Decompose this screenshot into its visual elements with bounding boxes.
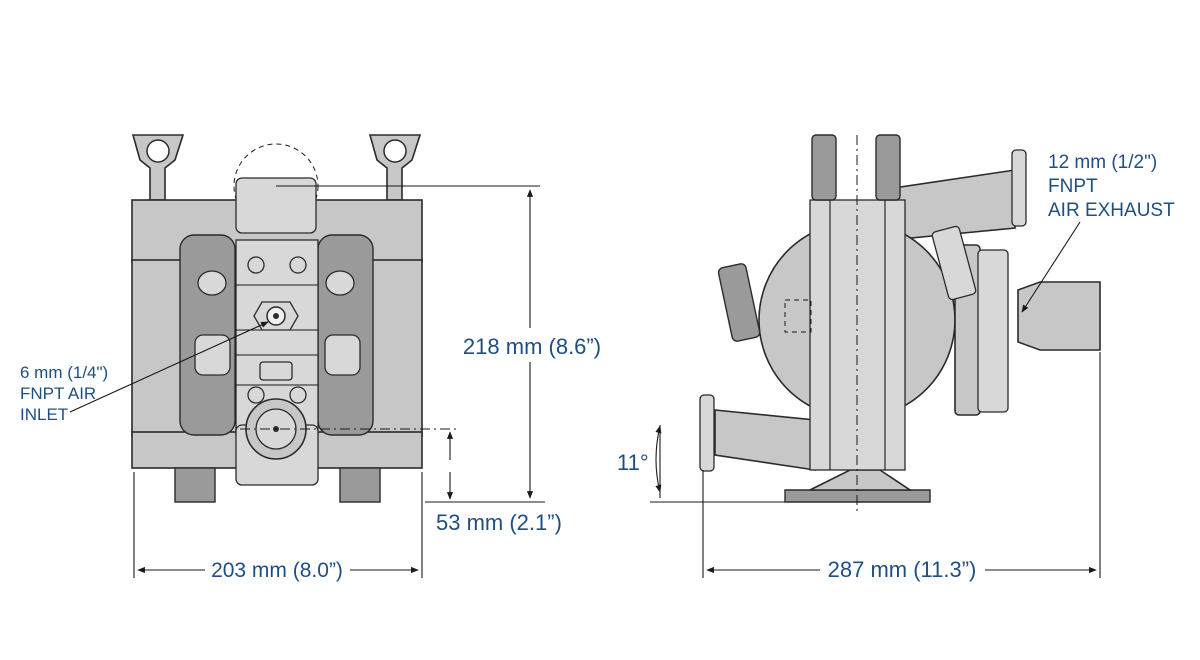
angle-label: 11°	[617, 450, 649, 475]
right-foot	[339, 467, 381, 503]
air-exhaust-callout-line2: FNPT	[1048, 176, 1098, 197]
front-view: 218 mm (8.6”) 53 mm (2.1”) 203 mm (8.0”)…	[20, 134, 601, 582]
inlet-height-dimension-label: 53 mm (2.1”)	[436, 510, 562, 535]
air-exhaust-callout-line1: 12 mm (1/2")	[1048, 152, 1157, 173]
top-fitting-right	[875, 134, 901, 201]
suction-pipe	[714, 409, 816, 471]
left-foot	[174, 467, 216, 503]
depth-dimension-label: 287 mm (11.3”)	[828, 557, 977, 582]
muffler	[1017, 281, 1101, 351]
top-fitting-left	[811, 134, 837, 201]
air-inlet-callout-line3: INLET	[20, 405, 68, 424]
left-air-fitting	[717, 263, 761, 342]
air-exhaust-callout-line3: AIR EXHAUST	[1048, 200, 1175, 221]
height-dimension-label: 218 mm (8.6”)	[463, 334, 601, 359]
right-lifting-eye	[368, 134, 422, 201]
side-view: 11° 287 mm (11.3”) 12 mm (1/2") FNPT AIR…	[617, 134, 1175, 582]
left-lifting-eye	[131, 134, 185, 201]
outlet-block	[235, 177, 317, 234]
bottom-inlet-port	[235, 398, 460, 486]
width-dimension-label: 203 mm (8.0”)	[211, 559, 343, 582]
air-inlet-callout-line2: FNPT AIR	[20, 384, 96, 403]
air-inlet-callout-line1: 6 mm (1/4")	[20, 363, 108, 382]
